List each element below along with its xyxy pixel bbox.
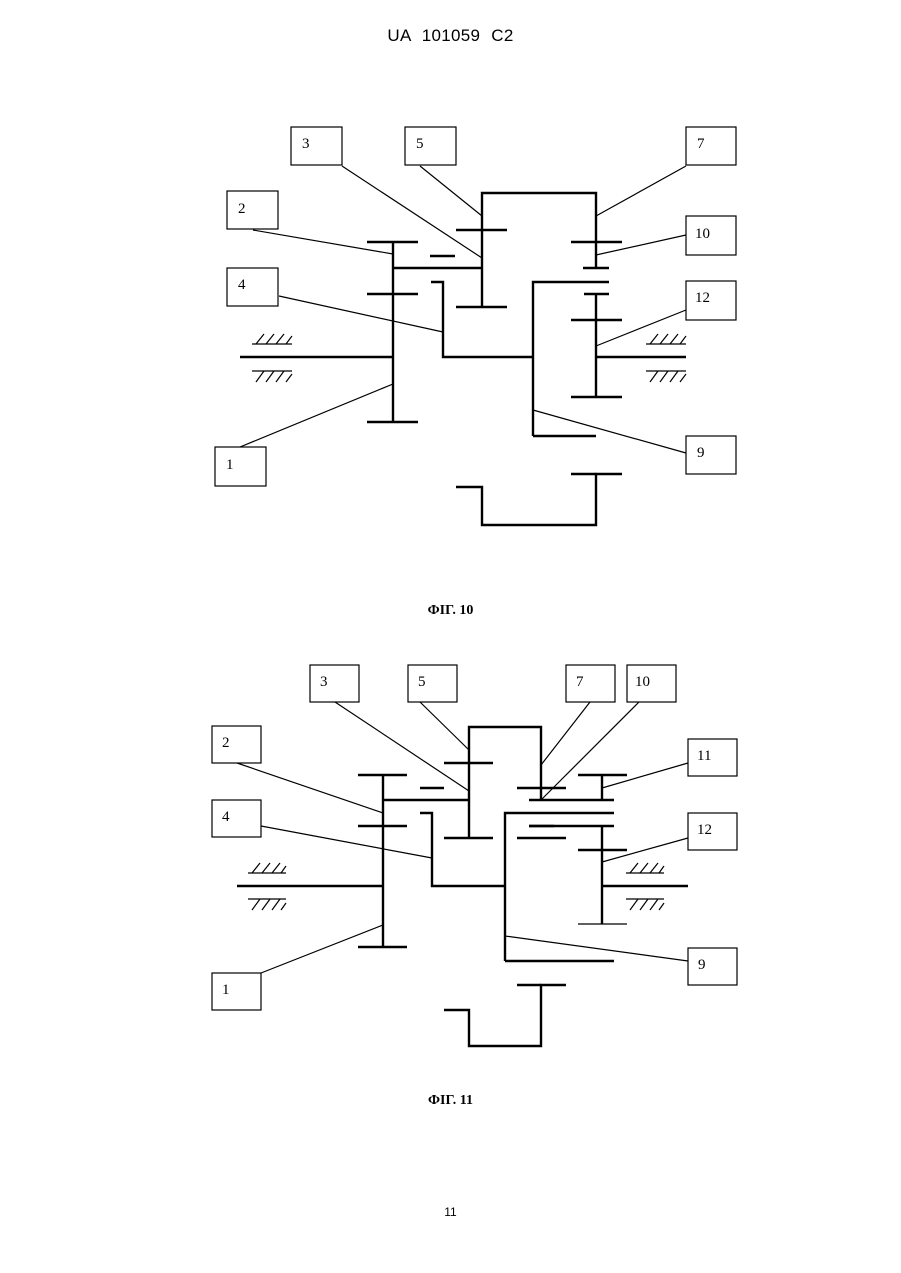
page-number: 11 [0, 1205, 901, 1219]
fig11-leader-5 [420, 702, 469, 750]
svg-text:9: 9 [698, 957, 706, 973]
fig10-bearing-right-bottom [646, 371, 686, 382]
fig11-label-5: 5 [408, 665, 457, 702]
fig10-label-1: 1 [215, 447, 266, 486]
fig11-leader-4 [261, 826, 432, 858]
svg-text:2: 2 [238, 201, 246, 217]
fig11-bearing-right-bottom [626, 899, 664, 910]
fig10-leader-1 [240, 384, 393, 447]
fig10-label-9: 9 [686, 436, 736, 474]
svg-text:1: 1 [222, 982, 230, 998]
fig10-label-12: 12 [686, 281, 736, 320]
fig10-leader-3 [342, 166, 482, 258]
fig10-leader-10 [596, 235, 686, 255]
svg-text:1: 1 [226, 457, 234, 473]
svg-text:5: 5 [418, 674, 426, 690]
figure-10-caption: ФІГ. 10 [0, 603, 901, 619]
fig11-label-1: 1 [212, 973, 261, 1010]
figure-11-diagram: 3 5 7 10 2 11 4 12 [212, 665, 737, 1046]
svg-text:12: 12 [697, 822, 712, 838]
fig10-leader-9 [533, 410, 686, 453]
fig10-leader-4 [279, 296, 443, 332]
fig11-bearing-right-top [626, 863, 664, 873]
fig11-leader-3 [335, 702, 469, 791]
svg-text:12: 12 [695, 290, 710, 306]
figure-11-caption: ФІГ. 11 [0, 1093, 901, 1109]
fig10-bearing-left-top [252, 334, 292, 344]
fig10-leader-7 [596, 166, 686, 216]
svg-text:3: 3 [320, 674, 328, 690]
fig11-leader-9 [505, 936, 688, 961]
svg-text:7: 7 [697, 136, 705, 152]
fig10-label-7: 7 [686, 127, 736, 165]
fig10-bottom-link [456, 474, 622, 525]
fig11-sun-shaft-4 [420, 813, 505, 886]
fig11-bottom-link [444, 985, 566, 1046]
fig10-bearing-right-top [646, 334, 686, 344]
svg-text:10: 10 [635, 674, 650, 690]
svg-text:11: 11 [697, 748, 711, 764]
fig11-label-11: 11 [688, 739, 737, 776]
svg-text:4: 4 [222, 809, 230, 825]
fig11-label-9: 9 [688, 948, 737, 985]
svg-text:2: 2 [222, 735, 230, 751]
fig11-label-3: 3 [310, 665, 359, 702]
fig11-leader-7 [541, 702, 590, 765]
fig10-bearing-left-bottom [252, 371, 292, 382]
fig10-label-10: 10 [686, 216, 736, 255]
fig10-label-2: 2 [227, 191, 278, 229]
svg-text:5: 5 [416, 136, 424, 152]
svg-text:9: 9 [697, 445, 705, 461]
fig11-bearing-left-top [248, 863, 286, 873]
fig10-leader-5 [420, 166, 482, 216]
fig11-leader-1 [261, 925, 383, 973]
fig10-label-4: 4 [227, 268, 278, 306]
fig10-crown-5-7 [482, 193, 596, 307]
svg-text:7: 7 [576, 674, 584, 690]
fig11-label-7: 7 [566, 665, 615, 702]
fig11-label-10: 10 [627, 665, 676, 702]
fig10-label-5: 5 [405, 127, 456, 165]
fig11-label-2: 2 [212, 726, 261, 763]
fig11-leader-10 [541, 702, 639, 800]
svg-text:10: 10 [695, 226, 710, 242]
fig11-bearing-left-bottom [248, 899, 286, 910]
svg-text:3: 3 [302, 136, 310, 152]
svg-text:4: 4 [238, 277, 246, 293]
fig10-label-3: 3 [291, 127, 342, 165]
figure-10-diagram: 3 5 7 2 10 4 12 9 [215, 127, 736, 525]
fig11-label-12: 12 [688, 813, 737, 850]
fig11-label-4: 4 [212, 800, 261, 837]
